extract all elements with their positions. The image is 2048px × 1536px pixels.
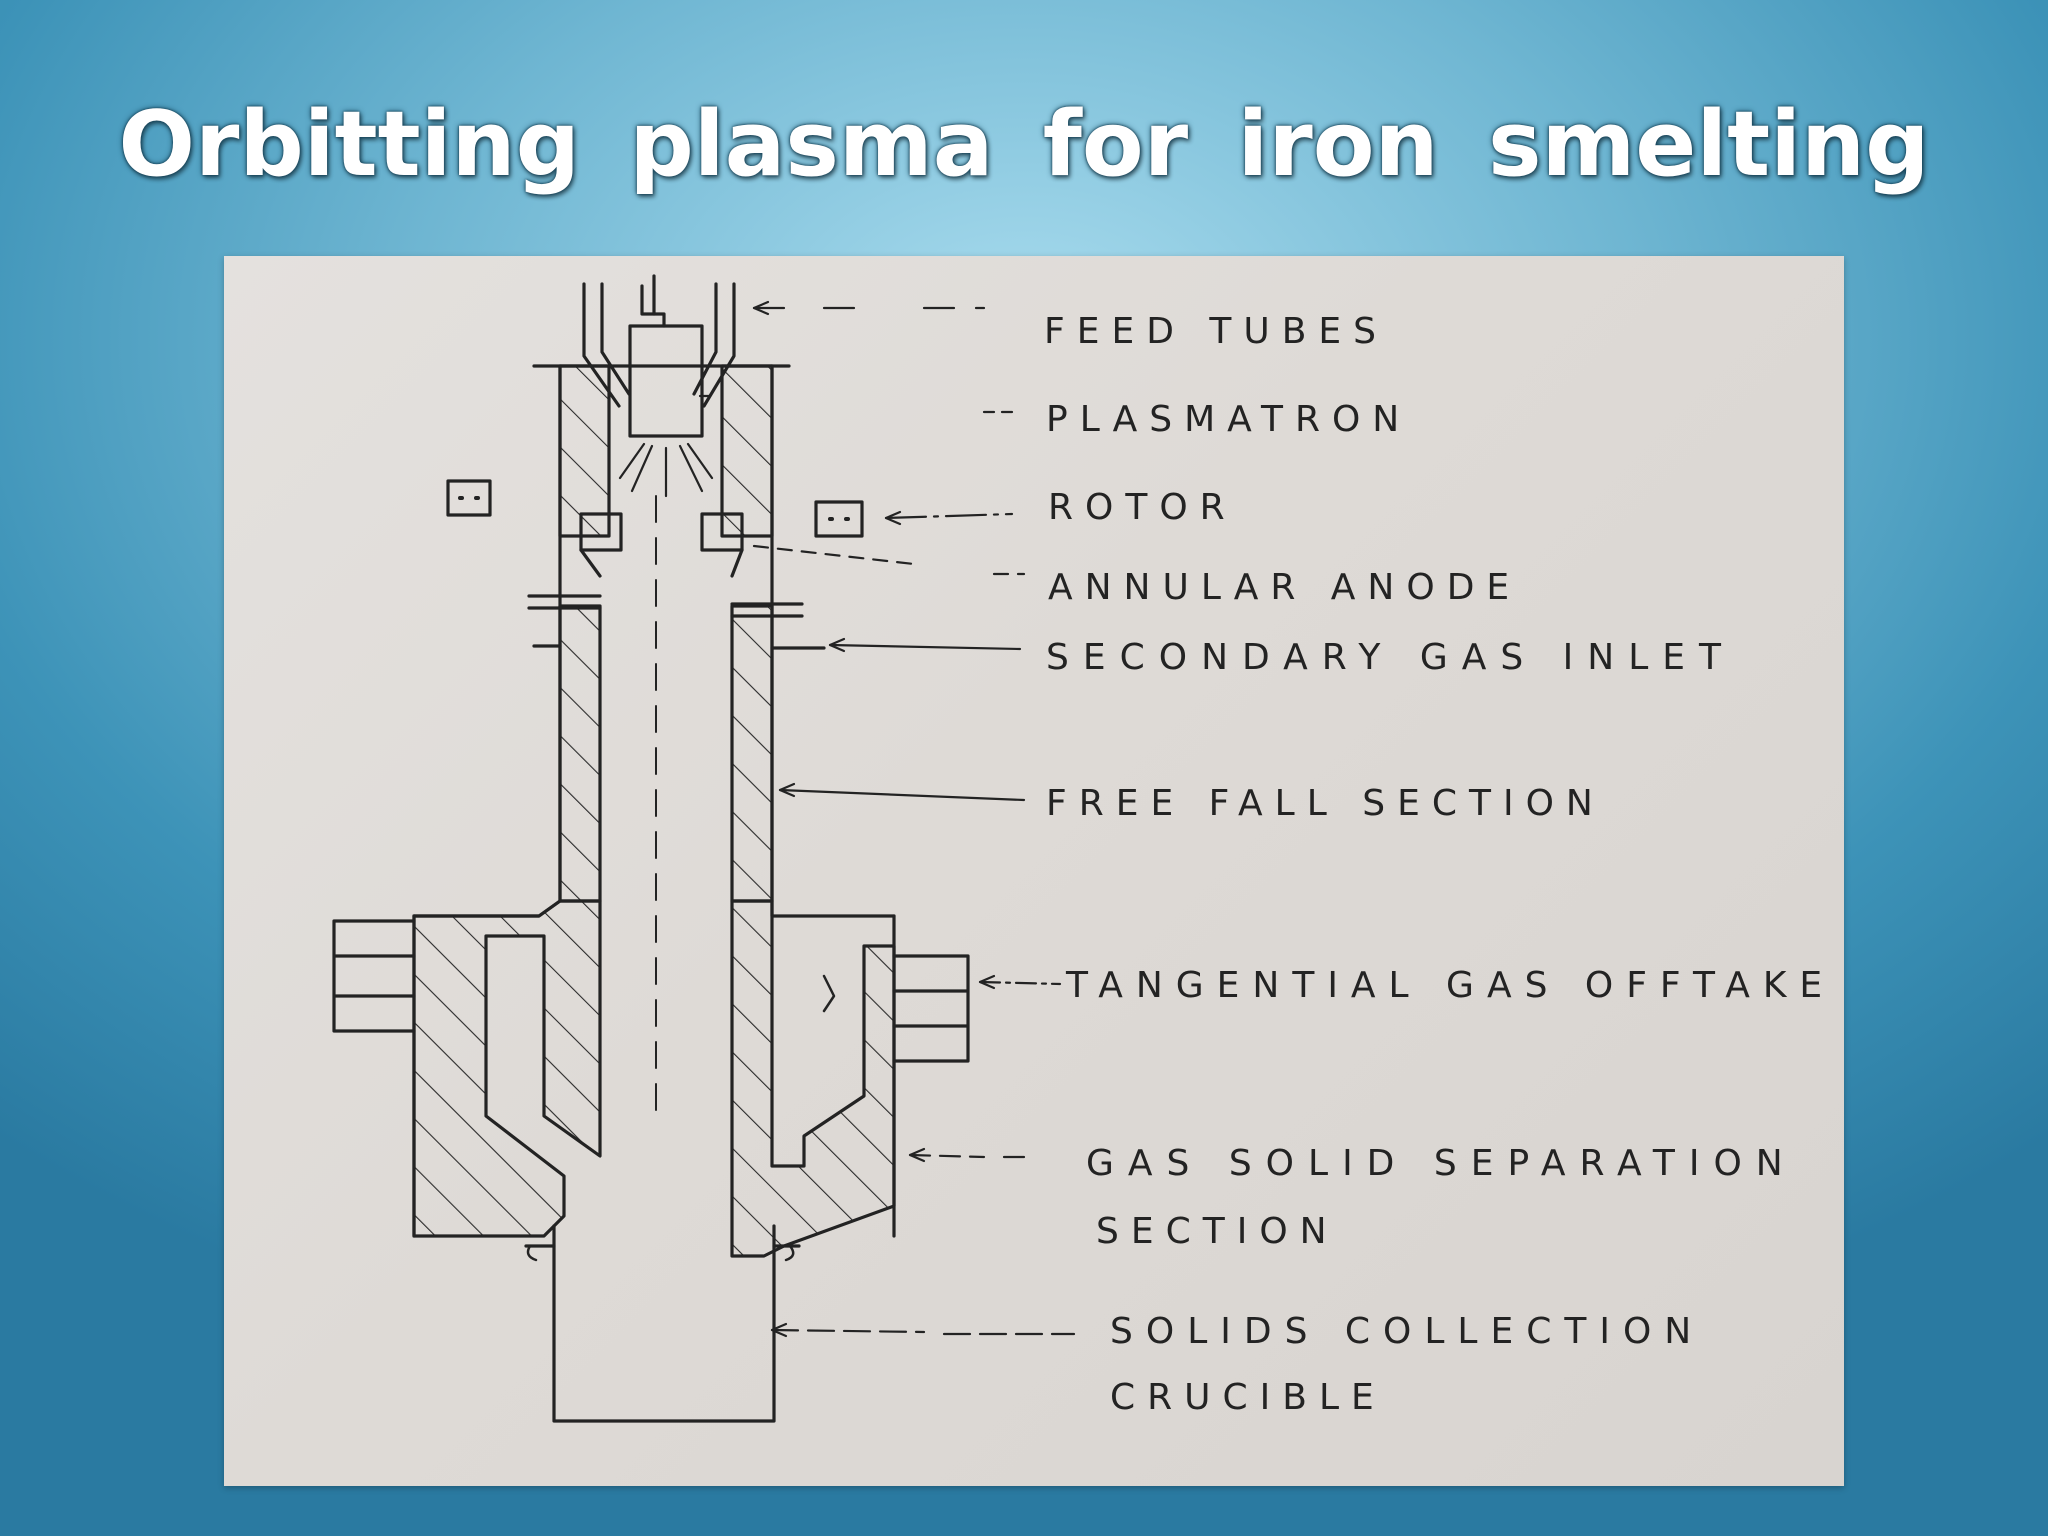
- feed-tube-left: [582, 282, 621, 408]
- right-refractory-wall: [730, 604, 774, 903]
- furnace-drawing: [332, 274, 1076, 1423]
- crucible: [552, 1224, 776, 1423]
- plasmatron-left-block: [558, 364, 611, 538]
- label-gas-solid-separation-2: SECTION: [1096, 1211, 1339, 1252]
- anode-right: [700, 512, 744, 552]
- rotor-right: [814, 500, 864, 538]
- label-annular-anode: ANNULAR ANODE: [1048, 567, 1522, 608]
- offtake-right: [892, 954, 970, 1063]
- label-gas-solid-separation: GAS SOLID SEPARATION: [1086, 1143, 1797, 1184]
- rotor-left: [446, 479, 492, 517]
- feed-tube-right: [702, 282, 736, 408]
- label-secondary-gas-inlet: SECONDARY GAS INLET: [1046, 637, 1736, 678]
- plasmatron: [628, 324, 704, 438]
- lower-vessel-right: [730, 899, 896, 1258]
- label-plasmatron: PLASMATRON: [1046, 399, 1412, 440]
- offtake-left: [332, 919, 416, 1033]
- left-refractory-wall: [558, 604, 602, 903]
- label-solids-collection: SOLIDS COLLECTION: [1110, 1311, 1705, 1352]
- label-tangential-gas-offtake: TANGENTIAL GAS OFFTAKE: [1066, 965, 1836, 1006]
- diagram-photo: FEED TUBES PLASMATRON ROTOR ANNULAR ANOD…: [224, 256, 1844, 1486]
- label-rotor: ROTOR: [1048, 487, 1237, 528]
- label-feed-tubes: FEED TUBES: [1044, 311, 1388, 352]
- lower-vessel: [412, 899, 602, 1238]
- label-solids-collection-2: CRUCIBLE: [1110, 1377, 1386, 1418]
- plasmatron-right-block: [720, 364, 774, 538]
- anode-left: [579, 512, 623, 552]
- slide-title: Orbitting plasma for iron smelting: [118, 92, 1930, 197]
- label-free-fall-section: FREE FALL SECTION: [1046, 783, 1605, 824]
